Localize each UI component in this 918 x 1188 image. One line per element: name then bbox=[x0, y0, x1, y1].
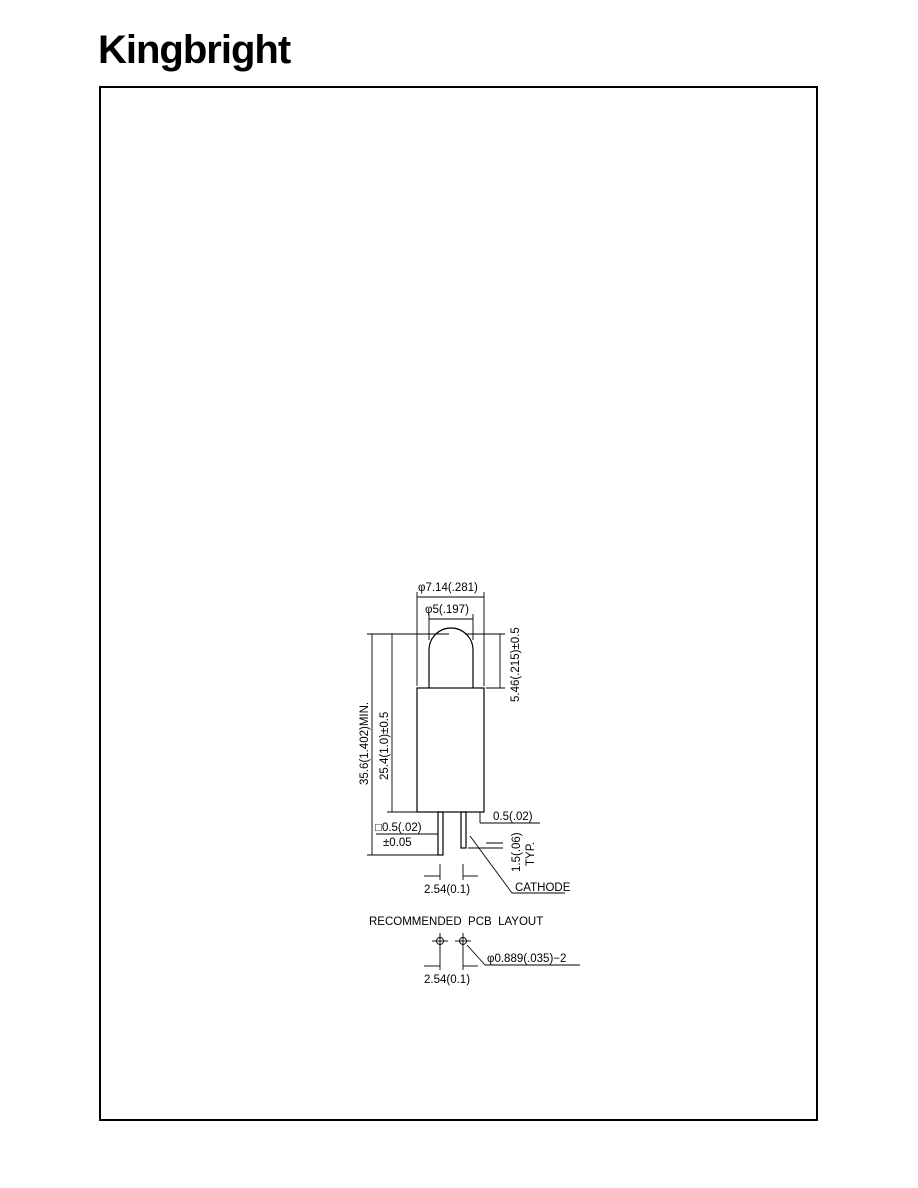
lead-gap-label: 0.5(.02) bbox=[493, 811, 533, 823]
page-frame bbox=[99, 86, 818, 1121]
pcb-spacing-label: 2.54(0.1) bbox=[424, 974, 470, 986]
lead-offset-label: 1.5(.06) bbox=[511, 832, 523, 872]
lead-square-label: □0.5(.02) bbox=[375, 822, 422, 834]
pcb-hole-label: φ0.889(.035)−2 bbox=[487, 953, 566, 965]
pcb-layout bbox=[424, 933, 580, 970]
lens-diameter-label: φ5(.197) bbox=[425, 604, 469, 616]
cathode-label: CATHODE bbox=[515, 882, 571, 894]
led-outline bbox=[416, 627, 485, 856]
outer-diameter-label: φ7.14(.281) bbox=[418, 582, 478, 594]
led-lens bbox=[428, 627, 474, 688]
lead-tolerance-label: ±0.05 bbox=[383, 837, 412, 849]
lead-offset-note: TYP. bbox=[525, 842, 537, 866]
lens-height-label: 5.46(.215)±0.5 bbox=[510, 627, 522, 702]
overall-length-label: 35.6(1.402)MIN. bbox=[359, 702, 371, 785]
led-lead-right bbox=[460, 811, 467, 849]
kingbright-logo: Kingbright bbox=[98, 28, 291, 72]
dimension-lines bbox=[367, 592, 565, 894]
led-body bbox=[416, 687, 485, 813]
led-lead-left bbox=[437, 811, 444, 856]
pcb-layout-title: RECOMMENDED PCB LAYOUT bbox=[369, 916, 543, 928]
body-length-label: 25.4(1.0)±0.5 bbox=[379, 712, 391, 780]
lead-spacing-label: 2.54(0.1) bbox=[424, 884, 470, 896]
